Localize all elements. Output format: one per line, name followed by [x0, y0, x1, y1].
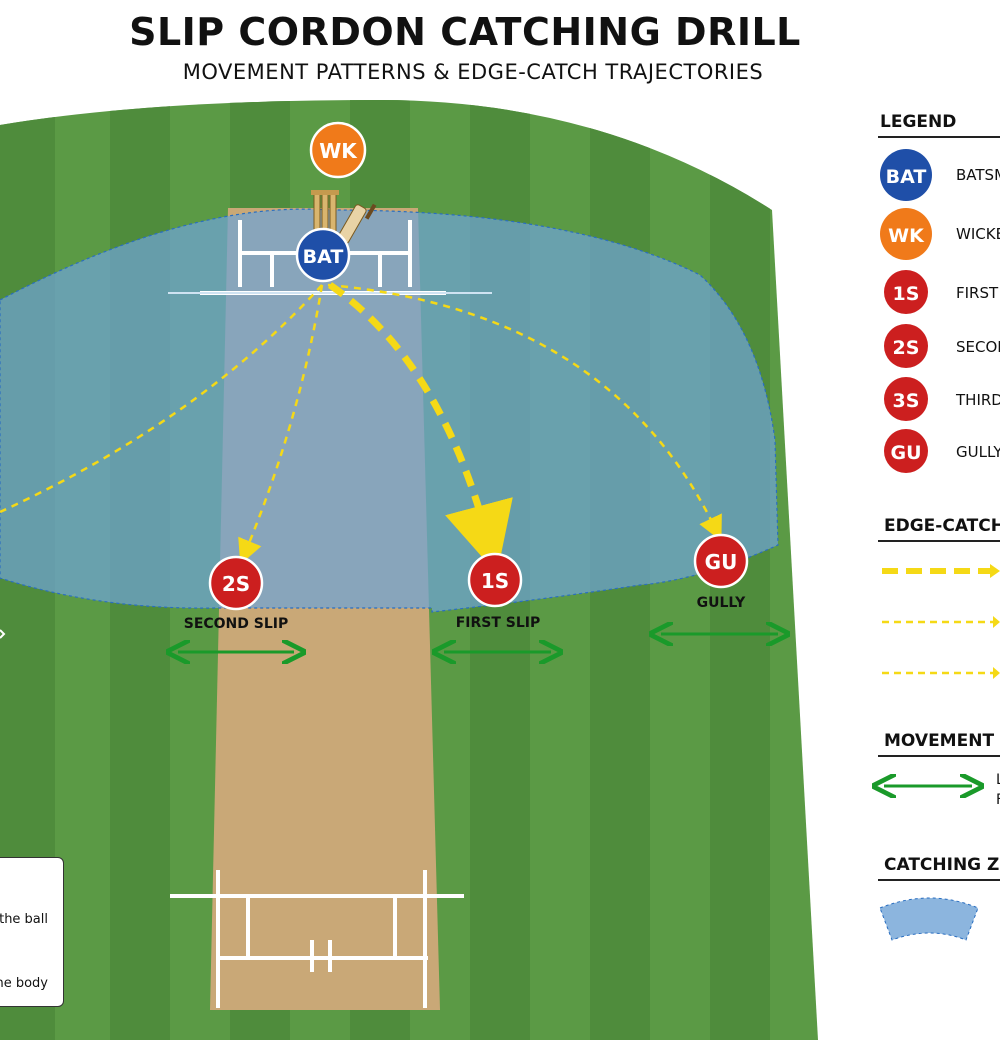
- edge-trajectories: [0, 283, 722, 565]
- first-slip-badge: 1S: [467, 552, 523, 608]
- legend-zone-swatch: [879, 897, 979, 941]
- note-line-1: n the ball: [0, 912, 48, 927]
- stumps-icon: [311, 190, 339, 235]
- partial-arrow-icon: [0, 629, 6, 639]
- legend-badge-2s: 2S: [884, 324, 928, 368]
- legend-badge-wk: WK: [880, 208, 932, 260]
- trajectory-gully: [327, 283, 722, 542]
- legend-edge-divider: [878, 540, 1000, 542]
- svg-text:1S: 1S: [481, 569, 509, 593]
- legend-badge-gu: GU: [884, 429, 928, 473]
- legend-zone-heading: CATCHING ZON: [884, 855, 1000, 875]
- page-title: SLIP CORDON CATCHING DRILL: [129, 10, 801, 54]
- legend-movement-heading: MOVEMENT (SH: [884, 731, 1000, 751]
- svg-text:BAT: BAT: [886, 166, 927, 188]
- legend-badge-1s: 1S: [884, 270, 928, 314]
- wicketkeeper-badge: WK: [309, 121, 367, 179]
- svg-text:2S: 2S: [893, 337, 920, 359]
- legend-movement-text-1: L: [996, 772, 1000, 788]
- movement-arrows: [178, 634, 778, 652]
- label-gully: GULLY: [696, 595, 746, 611]
- trajectory-first-slip: [328, 282, 513, 574]
- label-first-slip: FIRST SLIP: [455, 615, 541, 631]
- legend-edge-heading: EDGE-CATCH T: [884, 516, 1000, 536]
- catching-zone: [0, 208, 779, 613]
- svg-text:3S: 3S: [893, 390, 920, 412]
- legend-label-gu: GULLY: [956, 443, 1000, 461]
- svg-text:GU: GU: [705, 550, 738, 574]
- label-second-slip: SECOND SLIP: [183, 616, 289, 632]
- legend-badge-3s: 3S: [884, 377, 928, 421]
- svg-text:2S: 2S: [222, 572, 250, 596]
- svg-text:WK: WK: [319, 139, 358, 163]
- batsman-badge: BAT: [295, 227, 351, 283]
- legend-movement-text-2: F: [996, 792, 1000, 808]
- legend-label-1s: FIRST: [956, 284, 999, 302]
- gully-badge: GU: [693, 533, 749, 589]
- popping-crease-bottom: [170, 870, 464, 1008]
- note-line-2: he body: [0, 976, 48, 991]
- page-subtitle: MOVEMENT PATTERNS & EDGE-CATCH TRAJECTOR…: [182, 60, 764, 84]
- legend-badge-bat: BAT: [880, 149, 932, 201]
- svg-text:WK: WK: [888, 225, 925, 247]
- legend-label-bat: BATSM: [956, 166, 1000, 184]
- second-slip-badge: 2S: [208, 555, 264, 611]
- legend-label-3s: THIRD: [956, 391, 1000, 409]
- trajectory-third-slip: [0, 284, 323, 514]
- svg-text:1S: 1S: [893, 283, 920, 305]
- svg-text:BAT: BAT: [303, 246, 344, 268]
- legend-label-wk: WICKE: [956, 225, 1000, 243]
- legend-heading: LEGEND: [880, 112, 957, 132]
- legend-movement-divider: [878, 755, 1000, 757]
- legend-label-2s: SECON: [956, 338, 1000, 356]
- legend-divider: [878, 136, 1000, 138]
- legend-zone-divider: [878, 879, 1000, 881]
- svg-text:GU: GU: [890, 442, 921, 464]
- coaching-note-box: [0, 857, 64, 1007]
